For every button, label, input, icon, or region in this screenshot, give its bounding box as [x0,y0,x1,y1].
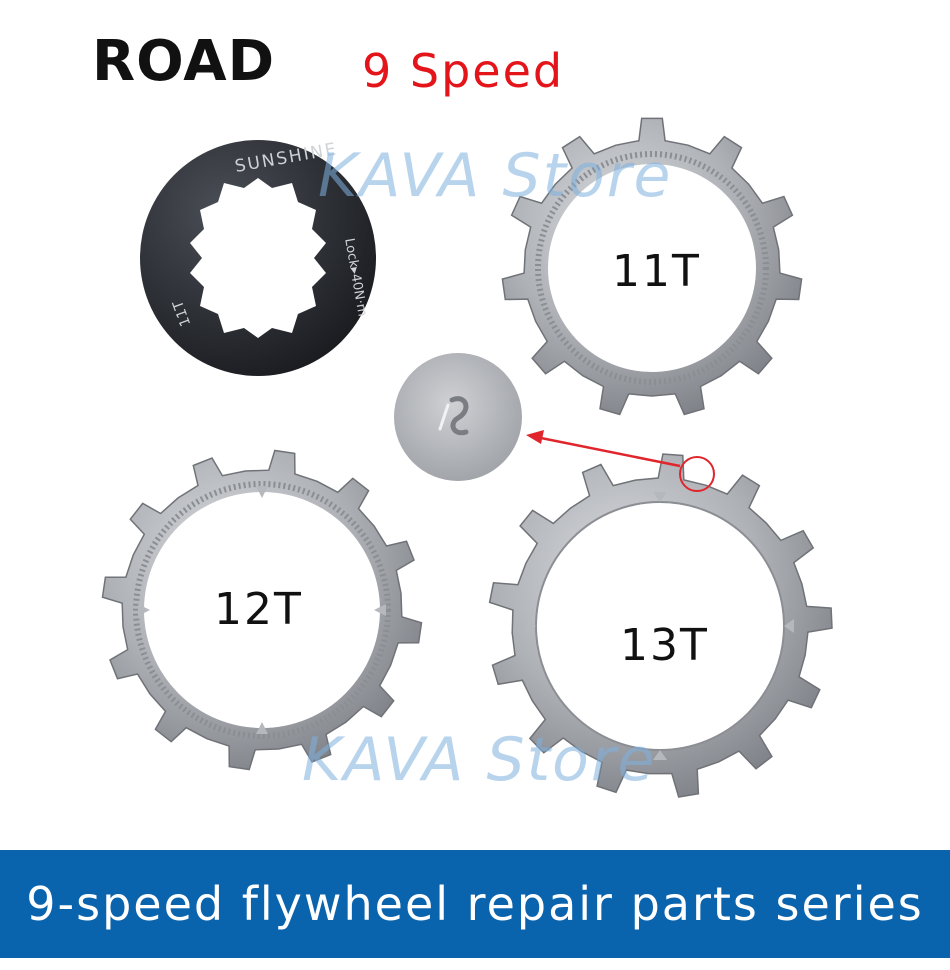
lockring-spline-hole [190,178,326,338]
cog-13t [488,453,833,798]
cog-13t-label: 13T [620,620,709,671]
watermark-bottom: KAVA Store [302,725,657,795]
cog-11t [501,117,803,416]
road-label: ROAD [92,29,276,94]
watermark-top: KAVA Store [318,141,673,211]
caption-banner: 9-speed flywheel repair parts series [0,850,950,958]
zoom-detail [394,353,522,481]
cog-12t-label: 12T [214,584,303,635]
detail-arrow [526,430,715,492]
speed-label: 9 Speed [362,44,565,98]
cog-11t-label: 11T [612,246,701,297]
bottom-strip [0,958,950,970]
banner-text: 9-speed flywheel repair parts series [26,877,924,931]
cog-12t [101,449,423,771]
lockring: SUNSHINE Lock▸40N·m 11T [140,139,376,376]
